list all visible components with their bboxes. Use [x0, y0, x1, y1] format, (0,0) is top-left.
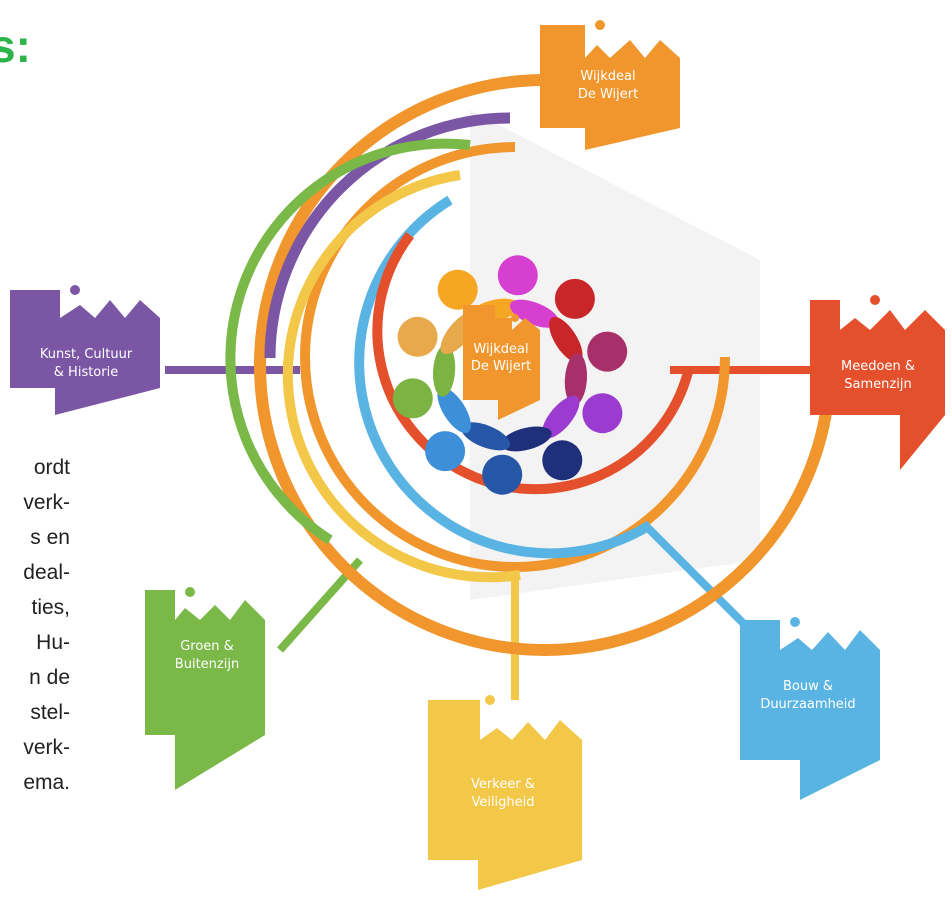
node-kunst: Kunst, Cultuur & Historie	[10, 285, 160, 415]
person-figure	[392, 344, 456, 419]
body-line: s en	[30, 526, 70, 549]
person-figure	[549, 278, 595, 363]
node-top-line2: De Wijert	[578, 87, 638, 102]
body-line: verk-	[23, 491, 70, 514]
node-groen: Groen & Buitenzijn	[145, 587, 265, 790]
arc-orange-inner	[300, 142, 730, 572]
person-figure	[425, 387, 471, 472]
node-meedoen: Meedoen & Samenzijn	[810, 295, 945, 470]
node-meedoen-line2: Samenzijn	[844, 377, 911, 392]
person-figure	[500, 426, 583, 481]
body-line: verk-	[23, 736, 70, 759]
section-heading: s:	[0, 20, 31, 72]
node-meedoen-line1: Meedoen &	[841, 359, 915, 374]
person-figure	[461, 422, 523, 495]
body-line: ties,	[31, 596, 70, 619]
center-building: Wijkdeal De Wijert	[463, 305, 540, 420]
body-paragraph: ordt verk- s en deal- ties, Hu- n de ste…	[0, 450, 70, 800]
node-kunst-line2: & Historie	[54, 365, 118, 380]
body-line: ordt	[33, 456, 70, 479]
node-groen-line1: Groen &	[180, 639, 234, 654]
body-line: ema.	[23, 771, 70, 794]
body-line: deal-	[23, 561, 70, 584]
arc-yellow	[282, 170, 521, 583]
node-kunst-line1: Kunst, Cultuur	[40, 347, 133, 362]
node-bouw-line2: Duurzaamheid	[760, 697, 855, 712]
arc-purple	[264, 112, 511, 359]
node-bouw: Bouw & Duurzaamheid	[740, 617, 880, 800]
body-line: stel-	[30, 701, 70, 724]
node-verkeer: Verkeer & Veiligheid	[428, 695, 582, 890]
center-label-line1: Wijkdeal	[473, 342, 528, 357]
arc-blue	[354, 195, 653, 559]
arc-orange-outer	[254, 74, 836, 656]
arc-green	[225, 138, 471, 545]
node-wijkdeal-top: Wijkdeal De Wijert	[540, 20, 680, 150]
person-figure	[564, 331, 628, 406]
person-figure	[497, 255, 559, 328]
body-line: n de	[29, 666, 70, 689]
person-figure	[542, 393, 623, 439]
node-groen-line2: Buitenzijn	[175, 657, 239, 672]
node-bouw-line1: Bouw &	[783, 679, 833, 694]
node-verkeer-line1: Verkeer &	[471, 777, 535, 792]
arc-red	[372, 231, 693, 495]
node-top-line1: Wijkdeal	[580, 69, 635, 84]
node-verkeer-line2: Veiligheid	[471, 795, 534, 810]
center-label-line2: De Wijert	[471, 359, 531, 374]
body-line: Hu-	[36, 631, 70, 654]
people-ring	[392, 255, 628, 495]
